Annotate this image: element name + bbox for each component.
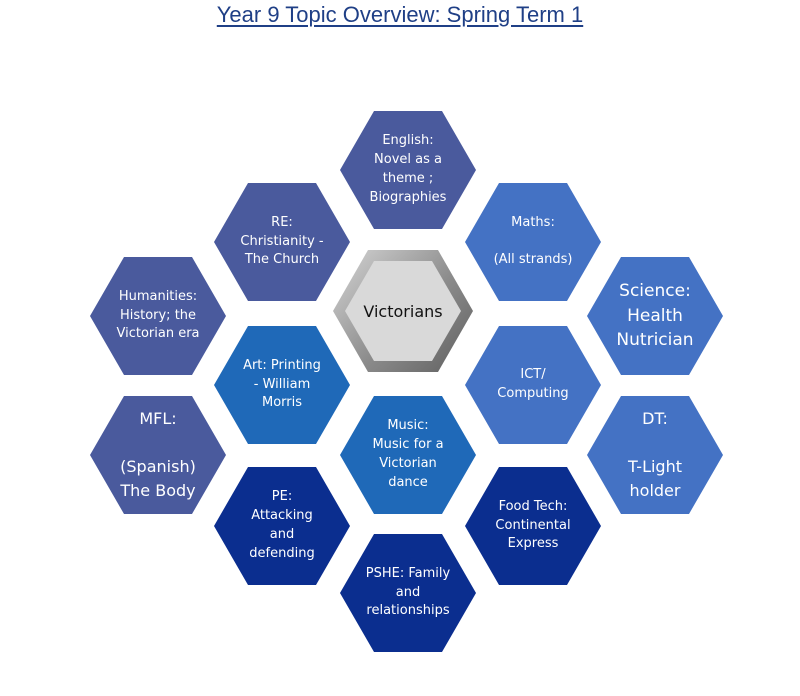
hex-pshe: PSHE: Family and relationships xyxy=(340,534,476,652)
hex-pe: PE: Attacking and defending xyxy=(214,467,350,585)
hex-pshe-label: PSHE: Family and relationships xyxy=(365,565,451,619)
hex-dt: DT: T-Light holder xyxy=(587,396,723,514)
hex-art: Art: Printing - William Morris xyxy=(214,326,350,444)
hex-music-label: Music: Music for a Victorian dance xyxy=(372,418,444,490)
hex-english-label: English: Novel as a theme ; Biographies xyxy=(369,133,447,205)
hex-music: Music: Music for a Victorian dance xyxy=(340,396,476,514)
page-title: Year 9 Topic Overview: Spring Term 1 xyxy=(216,2,584,27)
hex-mfl: MFL: (Spanish) The Body xyxy=(90,396,226,514)
hex-ict: ICT/ Computing xyxy=(465,326,601,444)
hex-re: RE: Christianity - The Church xyxy=(214,183,350,301)
hex-foodtech: Food Tech: Continental Express xyxy=(465,467,601,585)
center-hex: Victorians xyxy=(345,261,461,361)
hex-maths-label: Maths: (All strands) xyxy=(493,214,573,268)
hex-art-label: Art: Printing - William Morris xyxy=(243,357,321,411)
hex-re-label: RE: Christianity - The Church xyxy=(240,214,324,268)
hex-english: English: Novel as a theme ; Biographies xyxy=(340,111,476,229)
hex-science: Science: Health Nutrician xyxy=(587,257,723,375)
hex-humanities-label: Humanities: History; the Victorian era xyxy=(116,288,200,342)
hex-dt-label: DT: T-Light holder xyxy=(627,409,682,500)
center-hex-label: Victorians xyxy=(363,301,443,321)
hex-maths: Maths: (All strands) xyxy=(465,183,601,301)
hex-science-label: Science: Health Nutrician xyxy=(616,281,694,351)
hex-mfl-label: MFL: (Spanish) The Body xyxy=(120,409,196,500)
hex-humanities: Humanities: History; the Victorian era xyxy=(90,257,226,375)
hex-ict-label: ICT/ Computing xyxy=(497,367,569,401)
hex-foodtech-label: Food Tech: Continental Express xyxy=(495,498,571,552)
hex-pe-label: PE: Attacking and defending xyxy=(249,489,315,561)
